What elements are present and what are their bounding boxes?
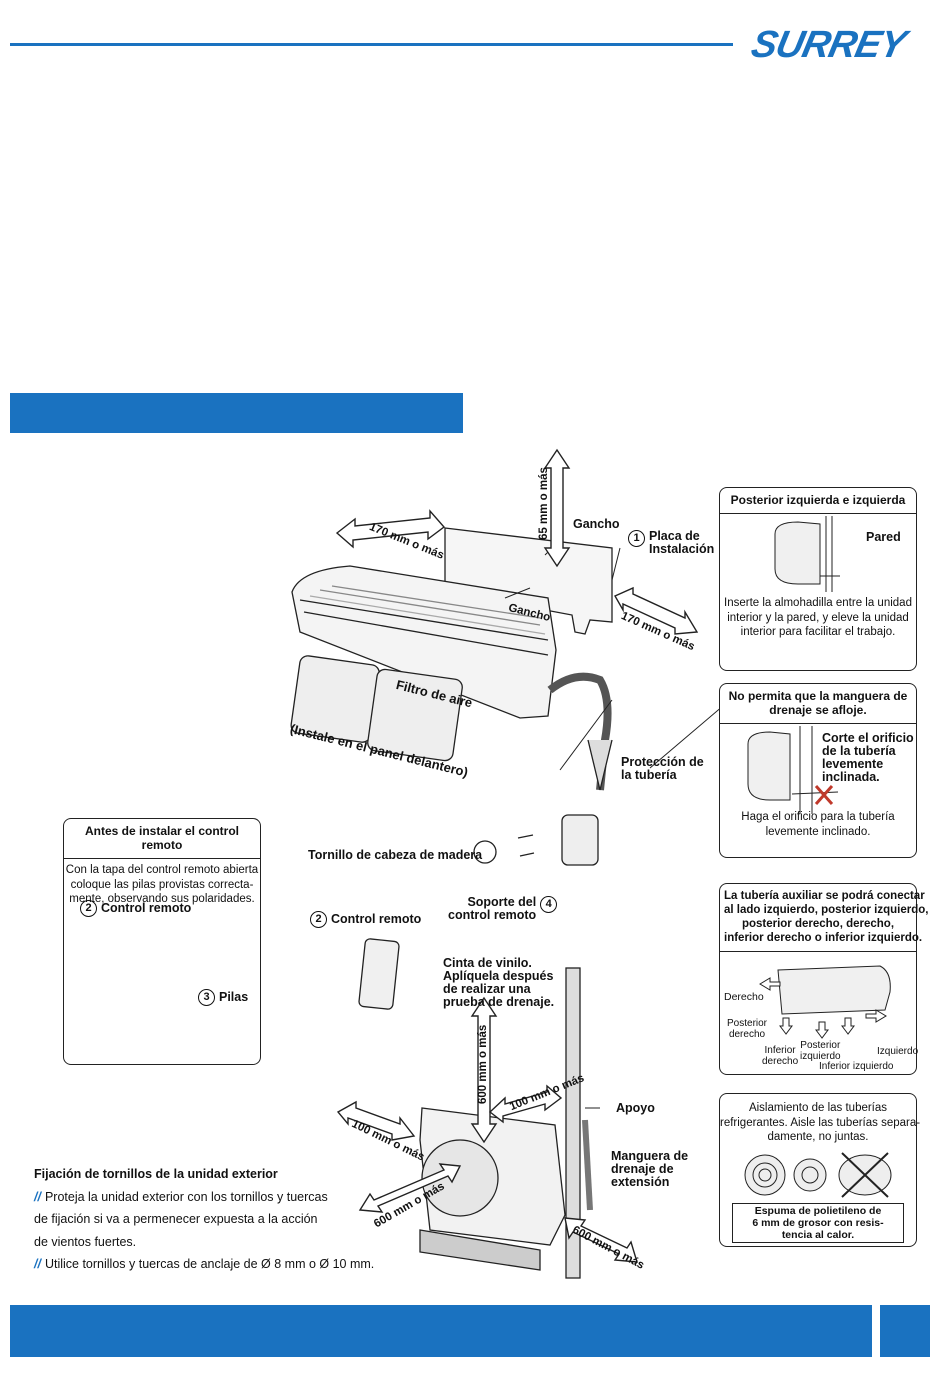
fijacion-line2: de fijación si va a permenecer expuesta … <box>34 1212 318 1226</box>
fijacion-line1: //Proteja la unidad exterior con los tor… <box>34 1189 328 1204</box>
box-manguera: No permita que la manguera de drenaje se… <box>719 683 917 858</box>
label-derecho: Derecho <box>724 991 764 1003</box>
espuma-note: Espuma de polietileno de 6 mm de grosor … <box>732 1202 904 1243</box>
box-posterior-title: Posterior izquierda e izquierda <box>720 488 916 514</box>
label-tornillo: Tornillo de cabeza de madera <box>308 848 483 862</box>
label-proteccion: Protección de la tubería <box>621 755 704 782</box>
label-inferior-izquierdo: Inferior izquierdo <box>819 1061 894 1072</box>
label-corte: Corte el orificio de la tubería levement… <box>822 731 914 784</box>
box-aislamiento: Aislamiento de las tuberías refrigerante… <box>719 1093 921 1247</box>
box-auxiliar: La tubería auxiliar se podrá conectar al… <box>719 883 928 1075</box>
label-apoyo: Apoyo <box>616 1101 655 1115</box>
footer-bar <box>10 1305 872 1357</box>
dist-600-up: 600 mm o más <box>477 1024 489 1104</box>
label-pared: Pared <box>866 530 901 544</box>
label-inferior-derecho: Inferior derecho <box>762 1045 799 1067</box>
label-gancho-top: Gancho <box>573 517 620 531</box>
box-posterior: Posterior izquierda e izquierda Pared In… <box>719 487 917 671</box>
box-remoto: Antes de instalar el control remoto Con … <box>63 818 261 1065</box>
fijacion-line3: de vientos fuertes. <box>34 1234 137 1249</box>
brand-logo: SURREY <box>747 24 909 66</box>
label-soporte: Soporte del control remoto4 <box>448 896 561 922</box>
pipe-hole-illustration <box>747 726 839 814</box>
header-rule <box>10 43 733 46</box>
dist-65: 65 mm o más <box>538 467 550 540</box>
footer-page-box <box>880 1305 930 1357</box>
fijacion-line4: //Utilice tornillos y tuercas de anclaje… <box>34 1257 375 1271</box>
insulation-illustration <box>744 1151 892 1198</box>
fijacion-title: Fijación de tornillos de la unidad exter… <box>34 1167 278 1181</box>
section-heading-bar <box>10 393 463 433</box>
box-manguera-title: No permita que la manguera de drenaje se… <box>720 684 916 724</box>
pipe-directions-illustration <box>759 965 891 1039</box>
label-cinta: Cinta de vinilo. Aplíquela después de re… <box>443 956 555 1009</box>
fijacion-section: Fijación de tornillos de la unidad exter… <box>34 1163 374 1276</box>
box-manguera-text: Haga el orificio para la tubería levemen… <box>741 811 895 838</box>
label-posterior-derecho: Posterior derecho <box>727 1018 768 1040</box>
label-manguera: Manguera de drenaje de extensión <box>611 1149 689 1189</box>
box-remoto-title: Antes de instalar el control remoto <box>64 819 260 859</box>
wall-unit-illustration <box>774 516 840 592</box>
label-posterior-izquierdo: Posterior izquierdo <box>800 1040 841 1062</box>
box-auxiliar-title: La tubería auxiliar se podrá conectar al… <box>720 884 928 952</box>
label-izquierdo: Izquierdo <box>877 1046 919 1057</box>
box-remoto-text: Con la tapa del control remoto abierta c… <box>65 864 259 905</box>
box-aislamiento-text: Aislamiento de las tuberías refrigerante… <box>720 1102 921 1143</box>
box-posterior-text: Inserte la almohadilla entre la unidad i… <box>724 597 912 638</box>
